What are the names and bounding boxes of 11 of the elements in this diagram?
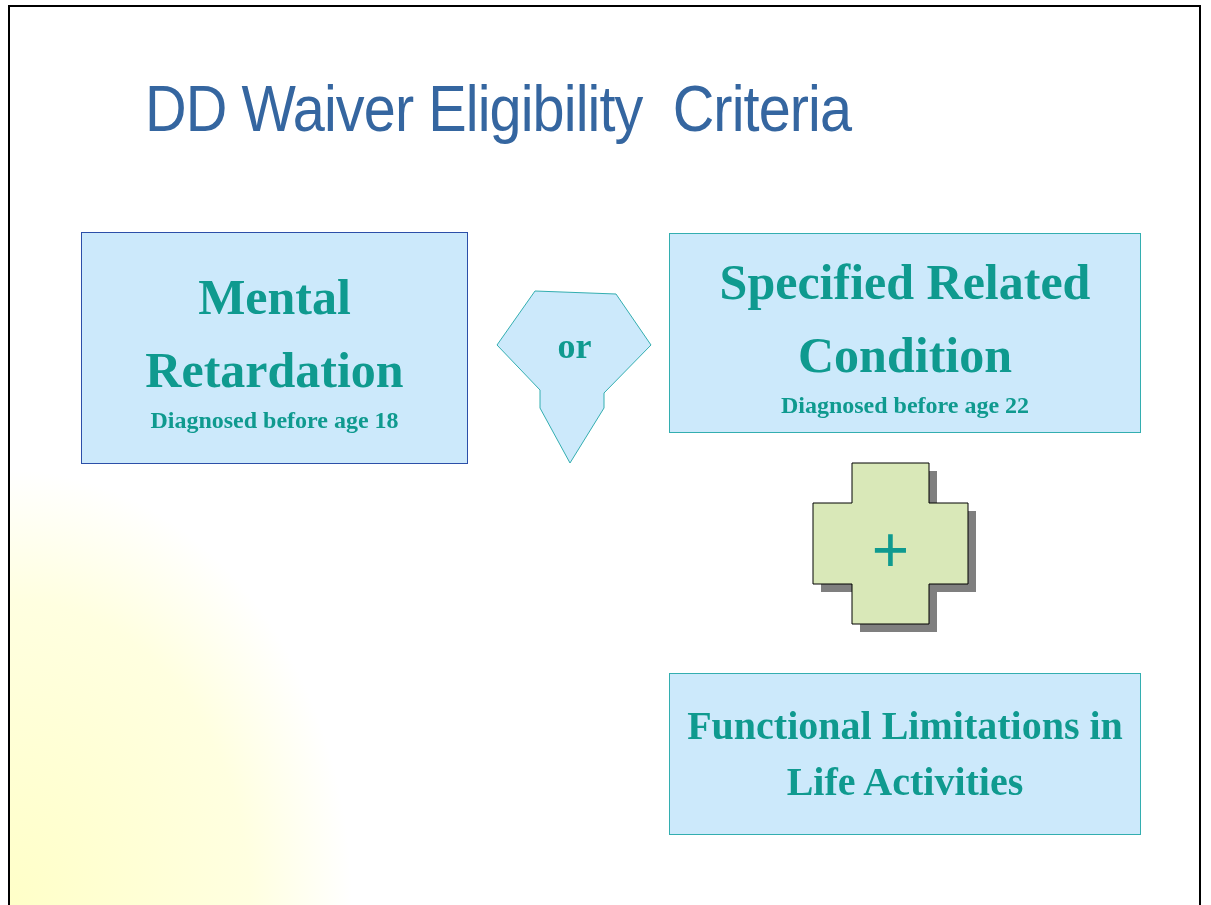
criterion-box xyxy=(669,673,1141,835)
criterion-box xyxy=(81,232,468,464)
criterion-note: Diagnosed before age 22 xyxy=(780,391,1030,420)
criterion-note: Diagnosed before age 18 xyxy=(150,406,399,435)
criterion-heading: Mental Retardation xyxy=(144,268,405,400)
criterion-box xyxy=(669,233,1141,433)
connector-word: or xyxy=(557,325,592,367)
criterion-heading: Specified Related Condition xyxy=(718,253,1092,385)
title: DD Waiver Eligibility Criteria xyxy=(145,72,852,146)
plus-sign: + xyxy=(871,517,910,582)
criterion-heading: Functional Limitations in Life Activities xyxy=(686,702,1124,806)
